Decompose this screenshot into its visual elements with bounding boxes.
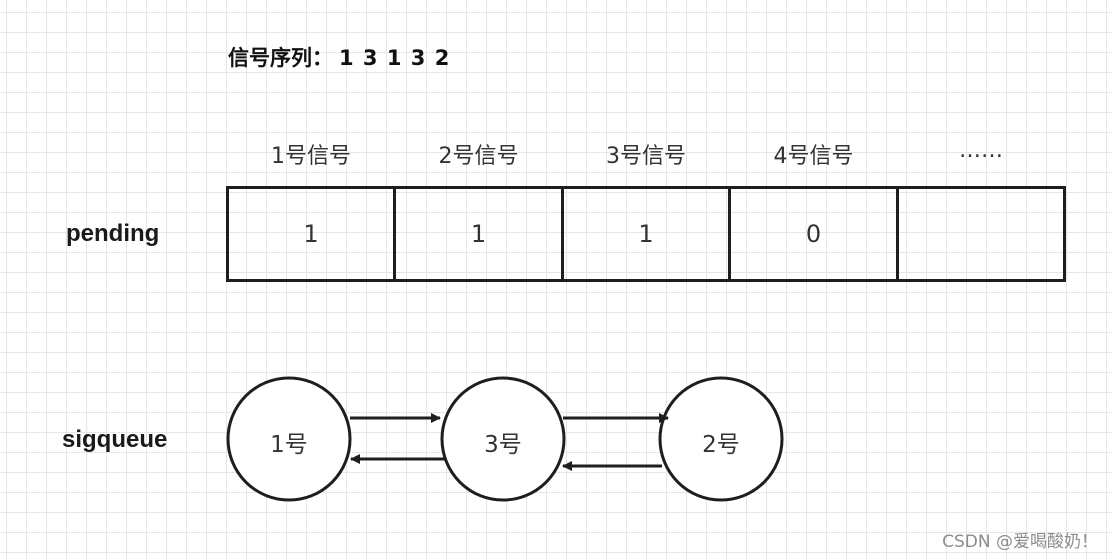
sigqueue-label: sigqueue xyxy=(62,426,168,453)
header-signal-1: 1号信号 xyxy=(271,144,351,169)
queue-node-1-label: 1号 xyxy=(270,432,308,458)
header-signal-4: 4号信号 xyxy=(773,144,854,169)
pending-cell-5 xyxy=(896,186,1066,282)
header-signal-2: 2号信号 xyxy=(438,144,519,169)
queue-node-3 xyxy=(658,376,784,502)
watermark: CSDN @爱喝酸奶！ xyxy=(942,532,1098,552)
signal-sequence-values: 1 3 1 3 2 xyxy=(339,46,451,70)
header-signal-3: 3号信号 xyxy=(606,144,686,169)
signal-sequence-label: 信号序列： xyxy=(228,46,333,70)
signal-sequence-title: 信号序列：1 3 1 3 2 xyxy=(228,42,450,72)
queue-node-3-label: 2号 xyxy=(702,432,740,458)
header-ellipsis: …… xyxy=(959,138,1003,163)
queue-node-1 xyxy=(226,376,352,502)
queue-node-2-label: 3号 xyxy=(484,432,522,458)
queue-node-2 xyxy=(440,376,566,502)
pending-bitmap: 1 1 1 0 xyxy=(226,186,1066,282)
pending-label: pending xyxy=(66,220,160,247)
